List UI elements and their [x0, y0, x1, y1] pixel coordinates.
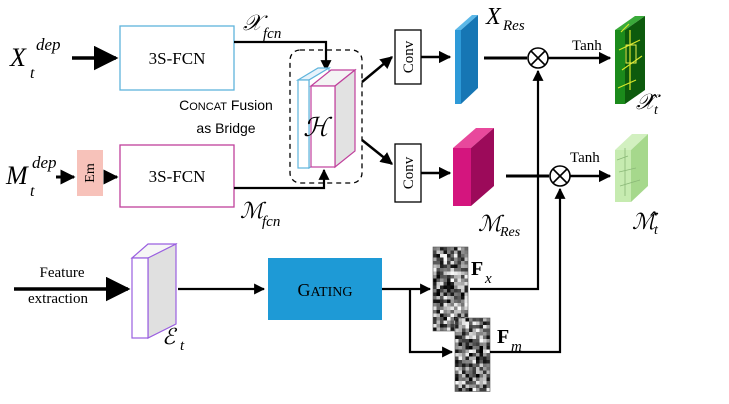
m-res-block: [453, 128, 494, 206]
x-hat-label: 𝒳̂ t: [636, 89, 661, 118]
gating-label: GATING: [298, 280, 353, 300]
svg-text:ℳ: ℳ: [240, 198, 267, 223]
x-res-block: [455, 15, 478, 104]
svg-text:F: F: [497, 326, 509, 348]
e-t-label: ℰ t: [162, 324, 185, 354]
arrow-concat-to-conv-top: [361, 56, 393, 83]
svg-text:Res: Res: [502, 18, 525, 34]
svg-text:x: x: [484, 271, 492, 287]
feature-label-line1: Feature: [40, 265, 85, 281]
m-fcn-label: ℳ fcn: [240, 198, 280, 230]
input-m-dep-label: M t dep: [5, 153, 57, 200]
arrow-concat-to-conv-bottom: [361, 139, 393, 165]
m-hat-label: ℳ̂ t: [632, 209, 659, 238]
x-hat-output-map: [615, 16, 645, 104]
svg-text:m: m: [511, 339, 522, 355]
concat-fusion-label: CONCAT Fusion: [179, 97, 273, 113]
m-hat-output-map: [615, 134, 648, 202]
feature-label-line2: extraction: [28, 291, 88, 307]
arrow-fx-to-otimes-top: [470, 69, 544, 291]
arrow-m-fcn-to-concat: [234, 168, 330, 190]
conv-top-label: Conv: [401, 40, 417, 73]
concat-bridge-label: as Bridge: [196, 120, 255, 136]
svg-text:t: t: [30, 65, 35, 82]
svg-text:F: F: [471, 258, 483, 280]
e-t-feature-map: [130, 243, 178, 339]
svg-text:fcn: fcn: [262, 214, 280, 230]
svg-text:t: t: [654, 223, 659, 238]
fm-label: F m: [497, 326, 522, 355]
m-res-label: ℳ Res: [478, 211, 521, 240]
fcn-bottom-label: 3S-FCN: [149, 167, 206, 186]
conv-top-box: [394, 29, 422, 85]
conv-bottom-label: Conv: [401, 156, 417, 189]
svg-text:M: M: [5, 161, 29, 190]
x-fcn-label: 𝒳 fcn: [243, 10, 281, 42]
svg-text:t: t: [180, 338, 185, 354]
x-res-label: X Res: [485, 4, 525, 34]
svg-text:t: t: [30, 183, 35, 200]
arrow-x-fcn-to-concat: [234, 40, 332, 72]
otimes-top: [527, 47, 549, 69]
h-label: ℋ: [303, 113, 333, 142]
fx-label: F x: [471, 258, 492, 287]
input-x-dep-label: X t dep: [9, 35, 61, 82]
arrow-fm-to-otimes-bottom: [490, 187, 566, 354]
arrow-gating-to-fm: [408, 289, 454, 358]
svg-text:dep: dep: [36, 35, 61, 54]
svg-text:dep: dep: [32, 153, 57, 172]
fm-feature-map: [454, 317, 491, 392]
svg-text:ℳ̂: ℳ̂: [632, 209, 659, 234]
fcn-top-label: 3S-FCN: [149, 49, 206, 68]
fcn-bottom-box: [119, 144, 235, 208]
em-box: [77, 150, 103, 196]
svg-text:fcn: fcn: [263, 26, 281, 42]
tanh-top-label: Tanh: [572, 38, 602, 54]
em-label: Em: [83, 163, 98, 183]
otimes-bottom: [549, 165, 571, 187]
fcn-top-box: [119, 25, 235, 91]
svg-text:ℰ: ℰ: [162, 324, 178, 349]
svg-text:t: t: [654, 103, 659, 118]
svg-text:X: X: [9, 43, 27, 72]
concat-pink-feature-map: [309, 68, 357, 169]
tanh-bottom-label: Tanh: [570, 150, 600, 166]
svg-text:Res: Res: [499, 225, 521, 240]
svg-text:X: X: [485, 4, 502, 30]
svg-text:ℳ: ℳ: [478, 211, 505, 236]
gating-box: [268, 258, 382, 320]
